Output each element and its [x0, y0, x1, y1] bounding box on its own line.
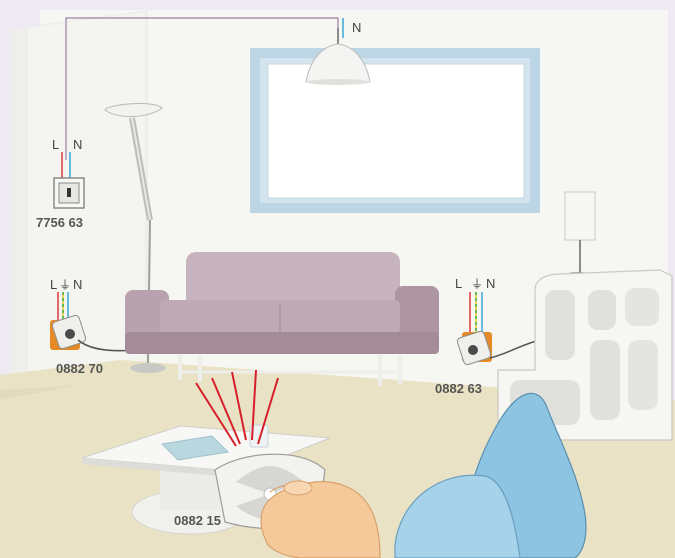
right-socket-product-code: 0882 63	[435, 381, 482, 396]
thumb	[284, 481, 312, 495]
shelf-cell-5	[628, 340, 658, 410]
wall-switch-toggle	[67, 188, 71, 197]
left-socket-l-label: L	[50, 277, 57, 292]
shelf-cell-1	[545, 290, 575, 360]
right-socket-earth-symbol: ⏚	[471, 277, 483, 291]
switch-l-label: L	[52, 137, 59, 152]
left-socket-earth-symbol: ⏚	[59, 278, 71, 292]
right-socket-l-label: L	[455, 276, 462, 291]
right-socket-n-label: N	[486, 276, 495, 291]
shelf-cell-3	[625, 288, 659, 326]
floor-lamp-base	[130, 363, 166, 373]
switch-product-code: 7756 63	[36, 215, 83, 230]
shelf-cell-4	[590, 340, 620, 420]
shelf-cell-2	[588, 290, 616, 330]
sofa-base	[125, 332, 439, 354]
pendant-rim	[306, 79, 370, 85]
coffee-table-stand	[160, 470, 220, 510]
left-socket-product-code: 0882 70	[56, 361, 103, 376]
switch-n-label: N	[73, 137, 82, 152]
left-socket-plug-hole	[65, 329, 75, 339]
picture-canvas	[268, 64, 524, 198]
right-socket-plug-hole	[468, 345, 478, 355]
left-socket-n-label: N	[73, 277, 82, 292]
remote-product-code: 0882 15	[174, 513, 221, 528]
table-lamp-shade	[565, 192, 595, 240]
ceiling-n-label: N	[352, 20, 361, 35]
